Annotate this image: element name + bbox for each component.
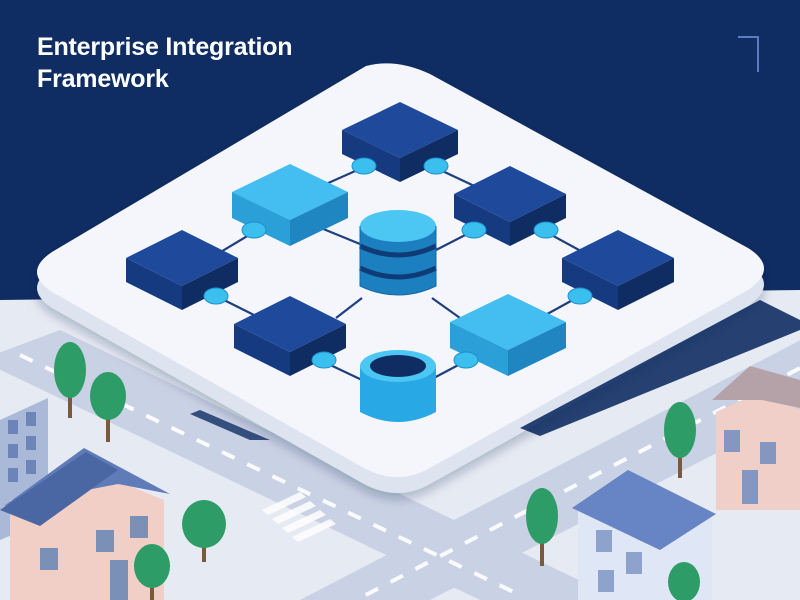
house-window: [40, 548, 58, 570]
platform-shadow-strip: [520, 300, 800, 436]
house-window: [760, 442, 776, 464]
tree-icon: [90, 372, 126, 442]
module-light-left-side2: [290, 192, 348, 246]
module-light-right: [450, 294, 566, 376]
module-right-upper-left: [454, 194, 510, 246]
module-top-right: [400, 130, 458, 182]
connector-node: [453, 351, 479, 369]
house-roof: [572, 470, 716, 550]
house-window: [96, 530, 114, 552]
connector-node: [461, 221, 487, 239]
connector-node: [423, 157, 449, 175]
tree-icon: [182, 500, 226, 562]
house-wall-pink-right: [716, 392, 800, 510]
database-outline: [359, 226, 437, 296]
module-center-lower-side: [234, 324, 290, 376]
connector-node: [533, 221, 559, 239]
database-top: [360, 210, 436, 242]
house-roof-front: [0, 452, 118, 526]
building-window: [8, 468, 18, 482]
tree-icon: [134, 544, 170, 600]
title-line-1: Enterprise Integration: [37, 33, 293, 61]
connector-node: [311, 351, 337, 369]
database-band-1: [358, 243, 438, 258]
module-right-side: [562, 258, 618, 310]
crosswalk: [262, 492, 336, 542]
database-body: [360, 226, 436, 295]
tree-icon: [54, 342, 86, 418]
module-top: [342, 102, 458, 182]
storage-opening: [370, 355, 426, 377]
module-light-right-side: [450, 322, 508, 376]
database-icon: [358, 210, 438, 296]
module-left: [126, 230, 238, 310]
connector-node: [567, 287, 593, 305]
link-centerdark-to-db: [335, 297, 363, 319]
house-window: [130, 516, 148, 538]
house-icon: [712, 366, 800, 510]
page-title: Enterprise Integration Framework: [37, 31, 377, 95]
module-center-lower-side2: [290, 324, 346, 376]
module-right-upper-right: [510, 194, 566, 246]
title-line-2: Framework: [37, 65, 169, 93]
building-window: [8, 420, 18, 434]
house-icon: [0, 448, 170, 600]
trees: [54, 342, 700, 600]
street-cross: [300, 340, 800, 600]
tree-icon: [664, 402, 696, 478]
module-center-lower: [234, 296, 346, 376]
module-light-left: [232, 164, 348, 246]
corner-bracket-icon: [738, 36, 759, 72]
module-light-right-side2: [508, 322, 566, 376]
link-lightright-to-db: [431, 297, 461, 319]
building-window: [8, 444, 18, 458]
tree-icon: [668, 562, 700, 600]
house-window: [724, 430, 740, 452]
module-right-upper: [454, 166, 566, 246]
connector-node: [203, 287, 229, 305]
module-right: [562, 230, 674, 310]
module-top-left: [342, 130, 400, 182]
module-right-side2: [618, 258, 674, 310]
house-door: [110, 560, 128, 600]
tree-icon: [526, 488, 558, 566]
database-band-2: [358, 265, 438, 280]
house-door: [742, 470, 758, 504]
connector-node: [241, 221, 267, 239]
house-window: [596, 530, 612, 552]
module-light-left-side: [232, 192, 290, 246]
platform-shadow-strip-left: [190, 410, 270, 440]
building-window: [26, 412, 36, 426]
house-window: [626, 552, 642, 574]
building-window: [26, 460, 36, 474]
module-blocks: [126, 102, 674, 376]
module-left-side: [126, 258, 182, 310]
module-left-side2: [182, 258, 238, 310]
storage-cylinder-icon: [360, 350, 436, 422]
connector-nodes: [203, 157, 593, 369]
storage-body: [360, 366, 436, 422]
building-window: [26, 436, 36, 450]
house-roof: [712, 366, 800, 408]
house-window: [598, 570, 614, 592]
connector-node: [351, 157, 377, 175]
